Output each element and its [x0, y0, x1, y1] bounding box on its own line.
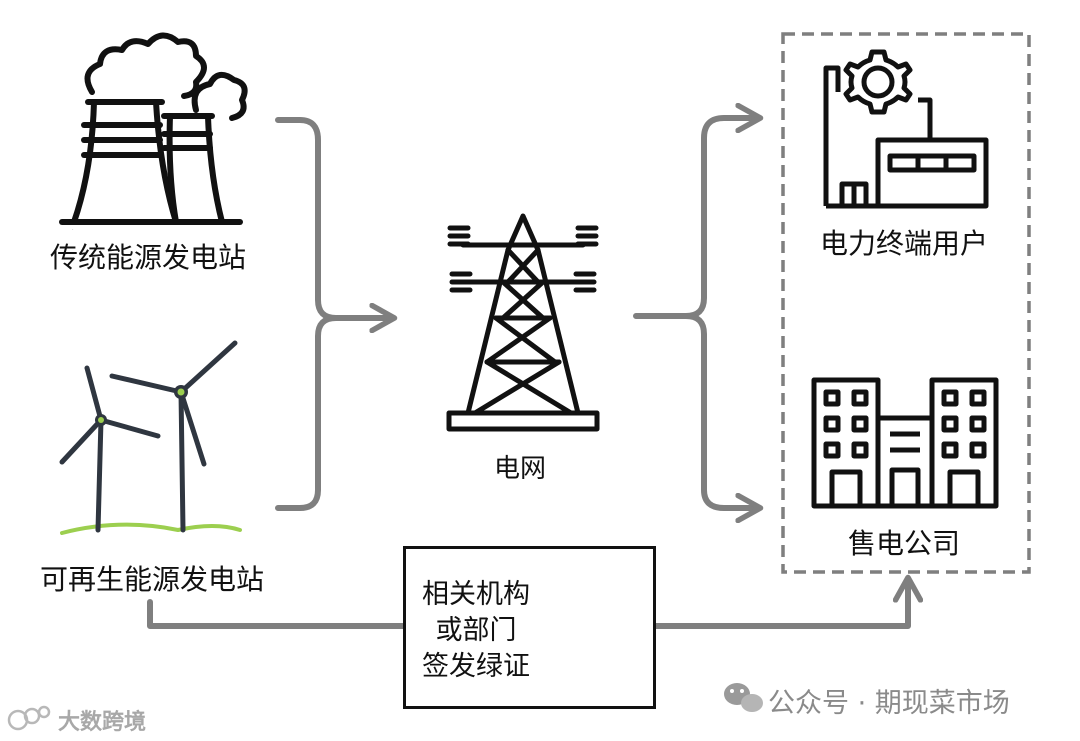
power-tower-icon [446, 213, 600, 432]
certificate-issuer-box: 相关机构 或部门 签发绿证 [403, 546, 656, 709]
certificate-line-2: 或部门 [435, 615, 517, 646]
traditional-plant-label: 传统能源发电站 [50, 241, 247, 274]
certificate-issuer-text: 相关机构 或部门 签发绿证 [416, 577, 536, 685]
certificate-flow-line [147, 580, 908, 629]
wechat-watermark: 公众号 · 期现菜市场 [722, 680, 1010, 720]
corner-logo-icon [7, 705, 51, 731]
grid-label: 电网 [494, 454, 547, 484]
split-brace [633, 118, 758, 508]
certificate-line-1: 相关机构 [422, 579, 530, 610]
wechat-icon [724, 683, 763, 712]
tower-fineprint: · [72, 227, 74, 233]
factory-icon [823, 49, 989, 209]
sales-company-label: 售电公司 [848, 527, 961, 560]
office-buildings-icon [811, 377, 999, 509]
merge-brace [275, 117, 392, 511]
certificate-line-3: 签发绿证 [422, 651, 530, 682]
corner-watermark: 大数跨境 [4, 703, 146, 737]
wechat-watermark-text: 公众号 · 期现菜市场 [768, 687, 1010, 719]
cooling-towers-icon [59, 32, 248, 225]
wind-turbines-icon [59, 340, 242, 535]
renewable-plant-label: 可再生能源发电站 [40, 563, 265, 596]
consumer-group-box [781, 32, 1031, 574]
corner-watermark-text: 大数跨境 [58, 710, 147, 735]
end-users-label: 电力终端用户 [820, 227, 989, 260]
